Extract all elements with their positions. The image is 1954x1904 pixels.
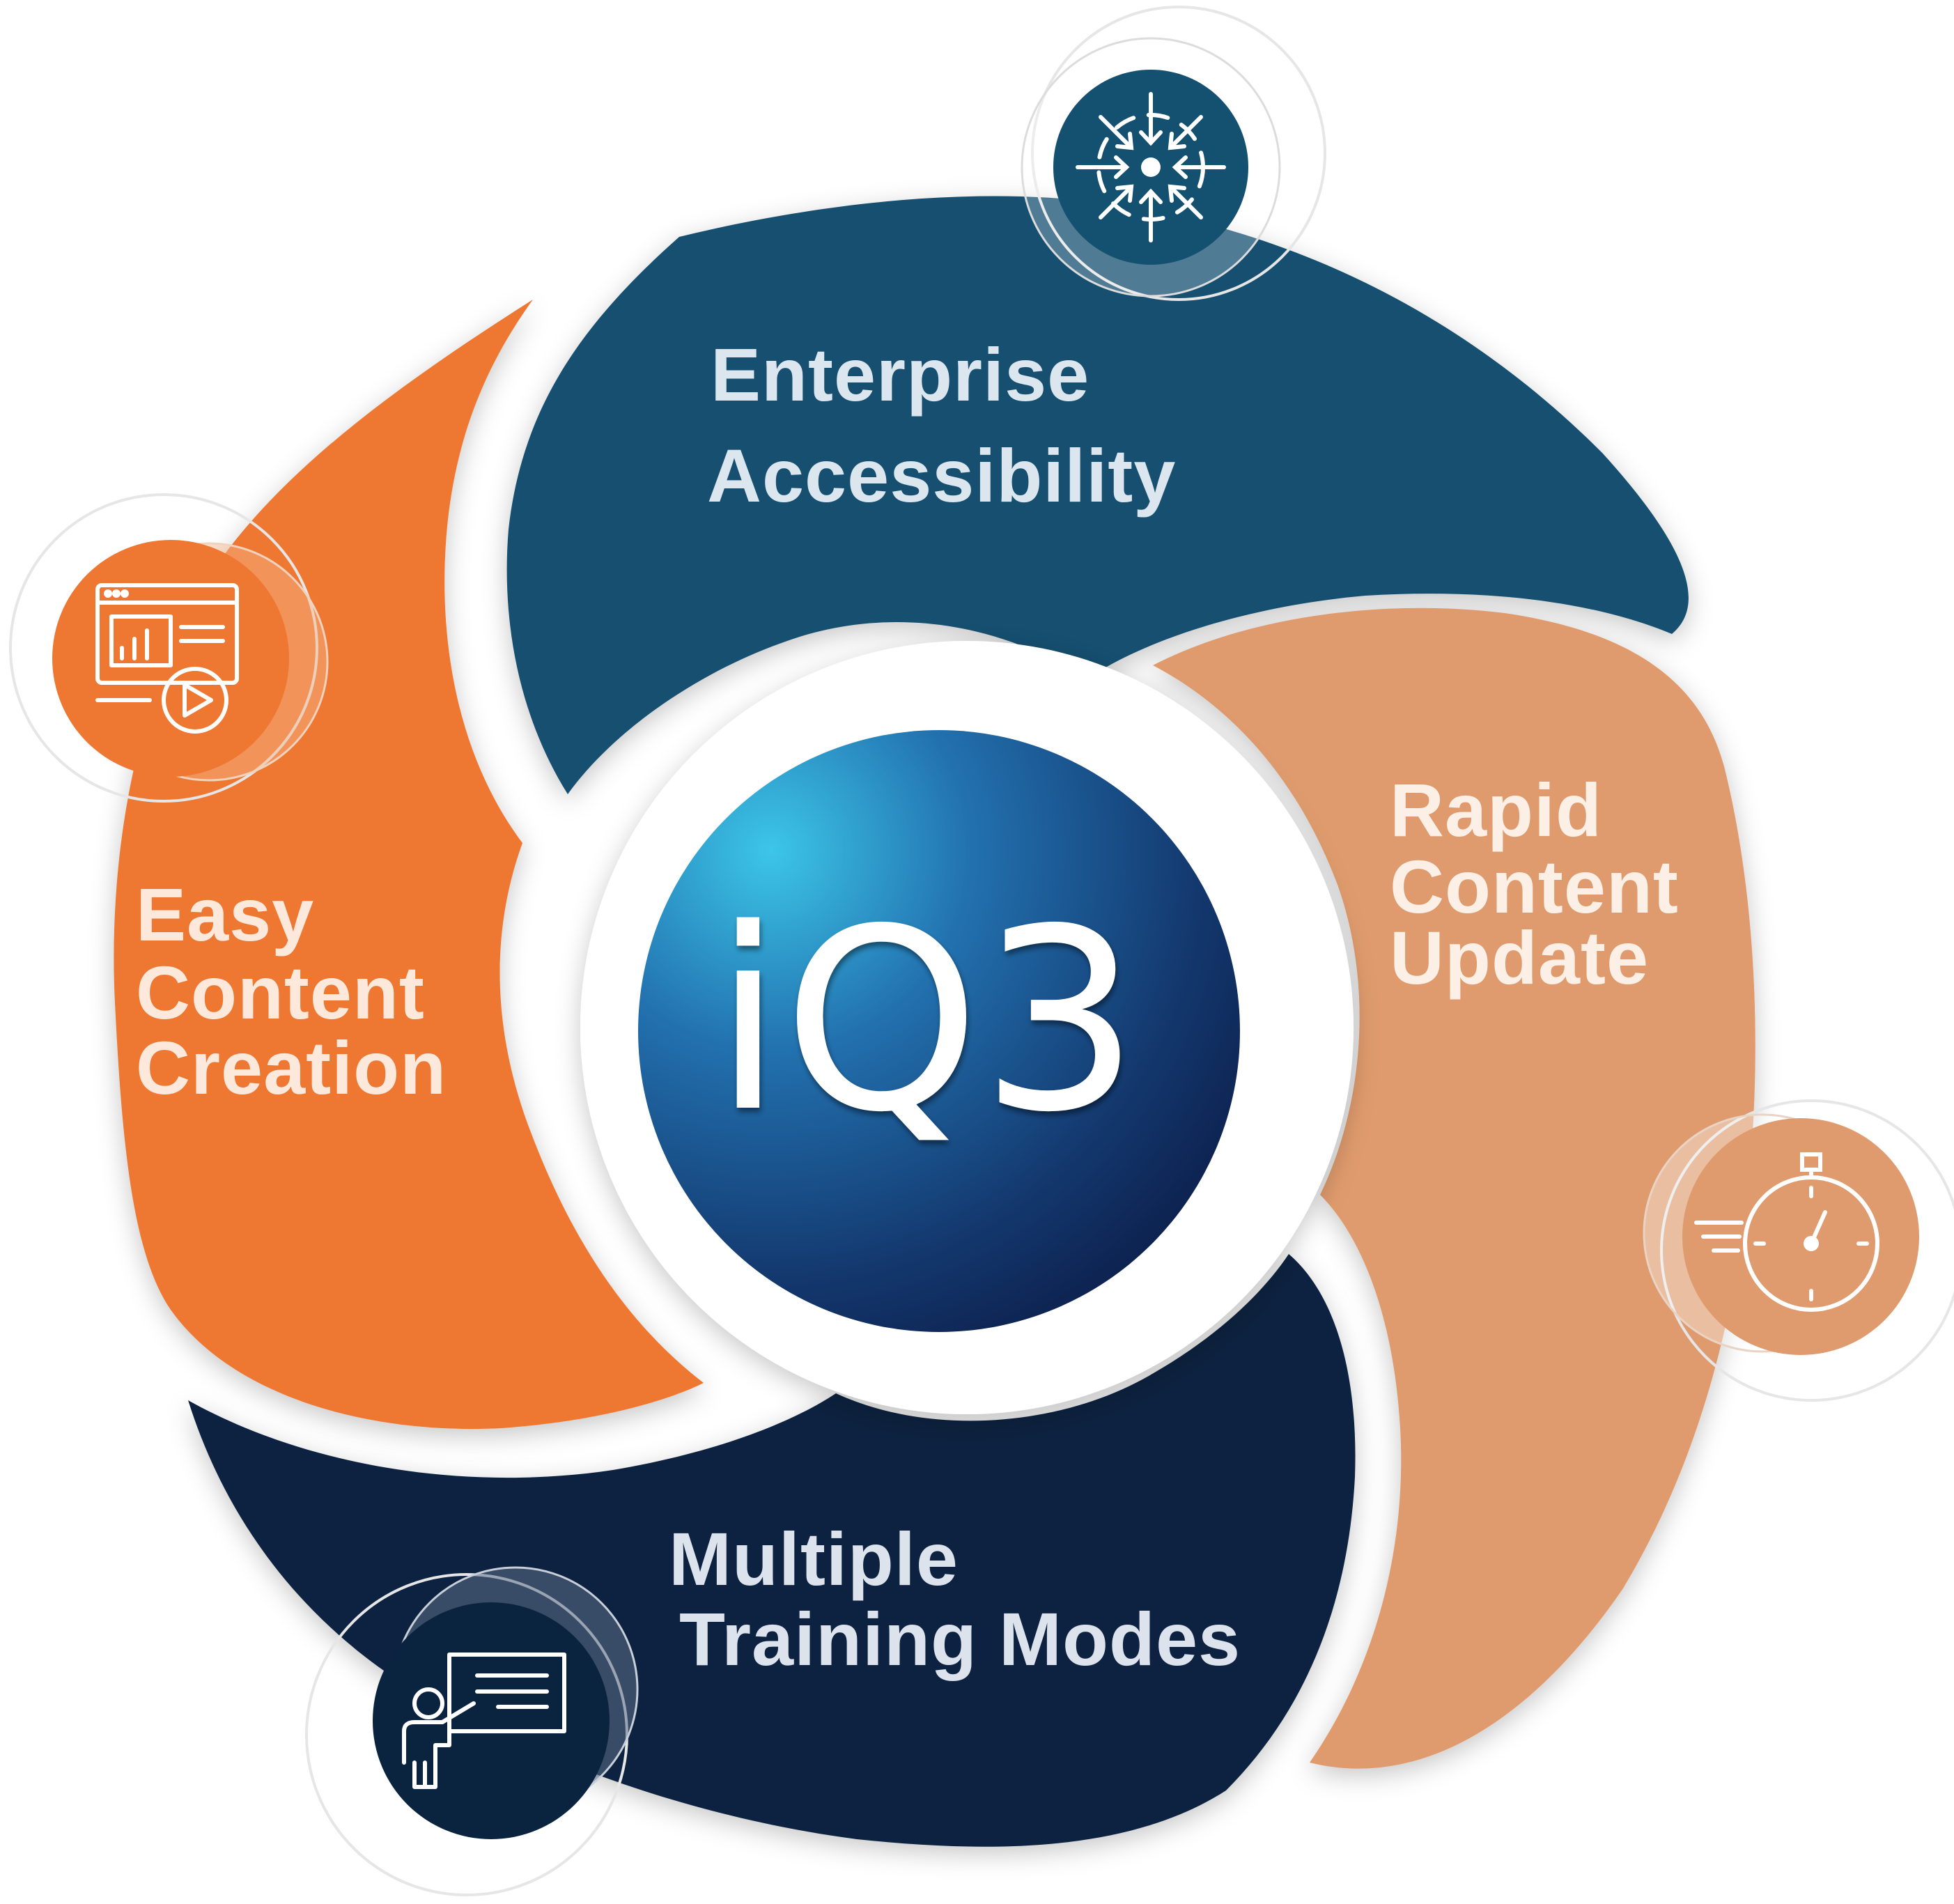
label-training-line2: Training Modes — [679, 1597, 1241, 1681]
converging-arrows-icon — [1076, 92, 1226, 242]
badge-enterprise — [1021, 6, 1326, 301]
label-rapid-line1: Rapid — [1390, 768, 1602, 852]
label-training-line1: Multiple — [669, 1517, 959, 1601]
label-easy-line1: Easy — [136, 872, 314, 957]
label-multiple-training-modes: Multiple Training Modes — [669, 1517, 1241, 1681]
browser-video-icon — [95, 583, 239, 734]
label-rapid-content-update: Rapid Content Update — [1390, 768, 1679, 1000]
label-rapid-line2: Content — [1390, 844, 1679, 929]
segment-rapid-content-update — [1153, 607, 1755, 1769]
presenter-icon — [402, 1653, 566, 1789]
hub-logo-text: iQ3 — [713, 875, 1140, 1167]
segment-enterprise-accessibility — [506, 196, 1689, 794]
badge-easy — [9, 493, 329, 803]
label-rapid-line3: Update — [1390, 915, 1649, 1000]
label-enterprise-line1: Enterprise — [711, 332, 1090, 417]
label-enterprise-accessibility: Enterprise Accessibility — [707, 332, 1176, 518]
segment-easy-content-creation — [114, 300, 704, 1430]
label-easy-content-creation: Easy Content Creation — [136, 872, 447, 1110]
stopwatch-icon — [1694, 1152, 1879, 1312]
badge-training — [305, 1566, 639, 1896]
label-easy-line2: Content — [136, 950, 425, 1035]
label-enterprise-line2: Accessibility — [707, 433, 1176, 518]
label-easy-line3: Creation — [136, 1025, 447, 1110]
hub-circle — [638, 730, 1240, 1332]
badge-rapid — [1643, 1099, 1954, 1402]
